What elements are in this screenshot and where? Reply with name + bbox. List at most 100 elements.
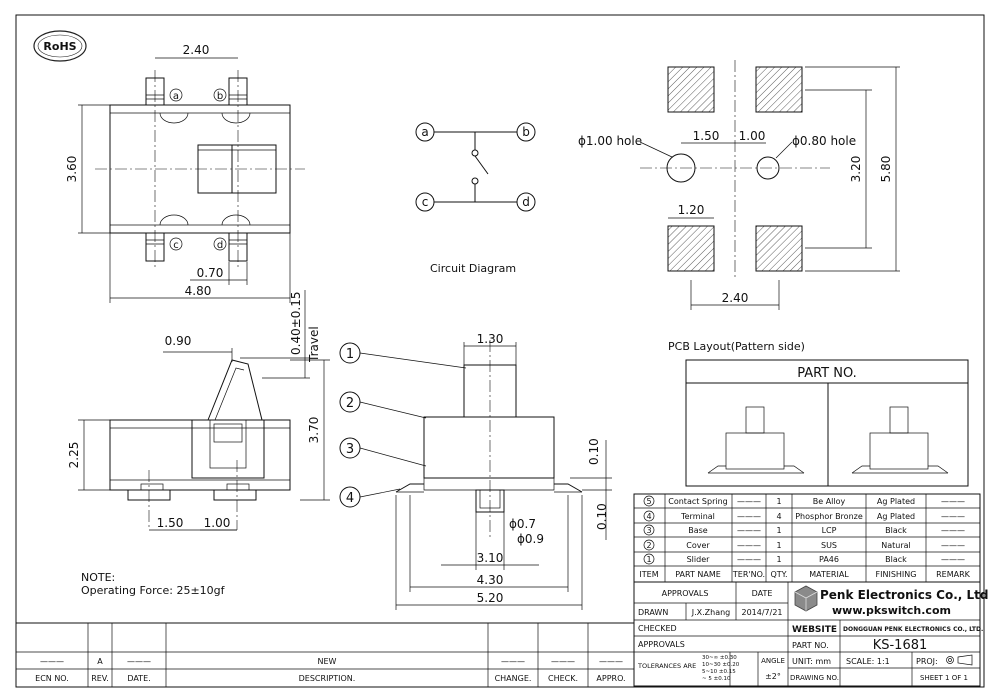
rev-header-description: DESCRIPTION.	[299, 674, 356, 683]
balloon-3: 3	[346, 442, 354, 457]
rev-header-change: CHANGE.	[495, 674, 532, 683]
bom-qty: 1	[776, 526, 781, 535]
side-view: 0.90 0.40±0.15 Travel 3.70 2.25 1.50 1.0…	[67, 290, 330, 531]
note: NOTE: Operating Force: 25±10gf	[81, 571, 226, 597]
tb-tol-3: 5~10 ±0.15	[702, 669, 736, 675]
bom-header-remark: REMARK	[936, 570, 971, 579]
side-dim-h225: 2.25	[67, 442, 81, 469]
side-dim-h370: 3.70	[307, 417, 321, 444]
pcb-hole-2: ϕ0.80 hole	[792, 134, 856, 148]
bom-fin: Black	[885, 526, 907, 535]
tb-website-url: www.pkswitch.com	[832, 604, 951, 617]
bom-rem: ———	[941, 512, 965, 521]
bom-ter: ———	[737, 512, 761, 521]
bom-rem: ———	[941, 541, 965, 550]
bom-ter: ———	[737, 497, 761, 506]
bom-name-base: Base	[688, 526, 708, 535]
note-line: Operating Force: 25±10gf	[81, 584, 226, 597]
tb-checked: CHECKED	[638, 624, 677, 633]
side-dim-travel: 0.40±0.15	[289, 292, 303, 356]
front-dim-w310: 3.10	[477, 551, 504, 565]
bom-qty: 1	[776, 555, 781, 564]
top-view: 2.40 3.60 0.70 4.80 a b c d	[65, 43, 305, 303]
side-dim-lever: 0.90	[165, 334, 192, 348]
bom-rem: ———	[941, 497, 965, 506]
bom-header-qty: QTY.	[771, 570, 788, 579]
tb-proj: PROJ:	[916, 657, 938, 666]
tb-approvals-2: APPROVALS	[638, 640, 685, 649]
pcb-layout: ϕ1.00 hole ϕ0.80 hole 1.50 1.00 3.20 5.8…	[578, 60, 900, 353]
bom-name-slider: Slider	[687, 555, 711, 564]
front-dim-w520: 5.20	[477, 591, 504, 605]
circuit-a: a	[421, 125, 428, 139]
bom-qty: 1	[776, 497, 781, 506]
tb-company: Penk Electronics Co., Ltd	[820, 588, 989, 602]
circuit-caption: Circuit Diagram	[430, 262, 516, 275]
bom-no-2: 2	[646, 541, 651, 550]
bom-mat: SUS	[821, 541, 837, 550]
tb-tol-1: 30~∞ ±0.30	[702, 655, 737, 661]
tb-date: DATE	[752, 589, 773, 598]
bom-no-3: 3	[646, 526, 651, 535]
tb-drawn-date: 2014/7/21	[741, 608, 782, 617]
pcb-dim-580: 5.80	[879, 156, 893, 183]
bom-mat: PA46	[819, 555, 839, 564]
rohs-text: RoHS	[43, 40, 76, 53]
revision-table: ——— A ——— NEW ——— ——— ——— ECN NO. REV. D…	[15, 622, 635, 688]
bom-header-finishing: FINISHING	[876, 570, 917, 579]
rev-header-ecn: ECN NO.	[35, 674, 69, 683]
bom-name-contact-spring: Contact Spring	[668, 497, 727, 506]
bom-name-terminal: Terminal	[680, 512, 715, 521]
front-dim-v010b: 0.10	[595, 503, 609, 530]
side-travel-label: Travel	[307, 326, 321, 363]
bom-qty: 1	[776, 541, 781, 550]
front-dim-v010a: 0.10	[587, 438, 601, 465]
terminal-b-label: b	[217, 91, 223, 102]
front-dim-top: 1.30	[477, 332, 504, 346]
tb-tol-4: ~ 5 ±0.10	[702, 676, 731, 682]
side-dim-150: 1.50	[157, 516, 184, 530]
tb-angle: ANGLE	[761, 657, 785, 665]
tb-part-value: KS-1681	[873, 638, 928, 653]
tb-drawn-by: J.X.Zhang	[691, 608, 731, 617]
tb-angle-value: ±2°	[765, 672, 781, 681]
circuit-d: d	[522, 195, 530, 209]
front-dim-w430: 4.30	[477, 573, 504, 587]
bom-ter: ———	[737, 555, 761, 564]
balloon-2: 2	[346, 396, 354, 411]
rev-dash-date: ———	[127, 657, 151, 666]
tb-tolerances: TOLERANCES ARE	[637, 662, 696, 670]
bom-mat: LCP	[822, 526, 837, 535]
tb-part-no: PART NO.	[792, 641, 829, 650]
terminal-a-label: a	[173, 91, 179, 102]
dim-top-length: 4.80	[185, 284, 212, 298]
circuit-b: b	[522, 125, 530, 139]
dim-top-height: 3.60	[65, 156, 79, 183]
bom-mat: Be Alloy	[813, 497, 846, 506]
bom-header-material: MATERIAL	[809, 570, 849, 579]
pcb-dim-120: 1.20	[678, 203, 705, 217]
dim-top-pitch: 2.40	[183, 43, 210, 57]
terminal-c-label: c	[173, 240, 179, 251]
penk-logo	[794, 585, 818, 612]
dim-top-pad: 0.70	[197, 266, 224, 280]
bom-fin: Ag Plated	[877, 512, 915, 521]
part-no-header: PART NO.	[797, 366, 857, 381]
circuit-diagram: a b c d Circuit Diagram	[415, 122, 536, 275]
title-block: APPROVALS DATE DRAWN J.X.Zhang 2014/7/21…	[633, 581, 989, 687]
part-no-box: PART NO.	[685, 359, 969, 487]
bom-ter: ———	[737, 541, 761, 550]
bom-no-5: 5	[646, 497, 651, 506]
tb-scale: SCALE: 1:1	[846, 657, 890, 666]
bom-no-1: 1	[646, 555, 651, 564]
bom-ter: ———	[737, 526, 761, 535]
circuit-c: c	[422, 195, 429, 209]
front-dim-d07: ϕ0.7	[509, 517, 536, 531]
rev-dash-check: ———	[551, 657, 575, 666]
rev-dash-appro: ———	[599, 657, 623, 666]
bom-rem: ———	[941, 555, 965, 564]
rev-header-date: DATE.	[127, 674, 150, 683]
pcb-dim-240: 2.40	[722, 291, 749, 305]
bom-no-4: 4	[646, 512, 651, 521]
